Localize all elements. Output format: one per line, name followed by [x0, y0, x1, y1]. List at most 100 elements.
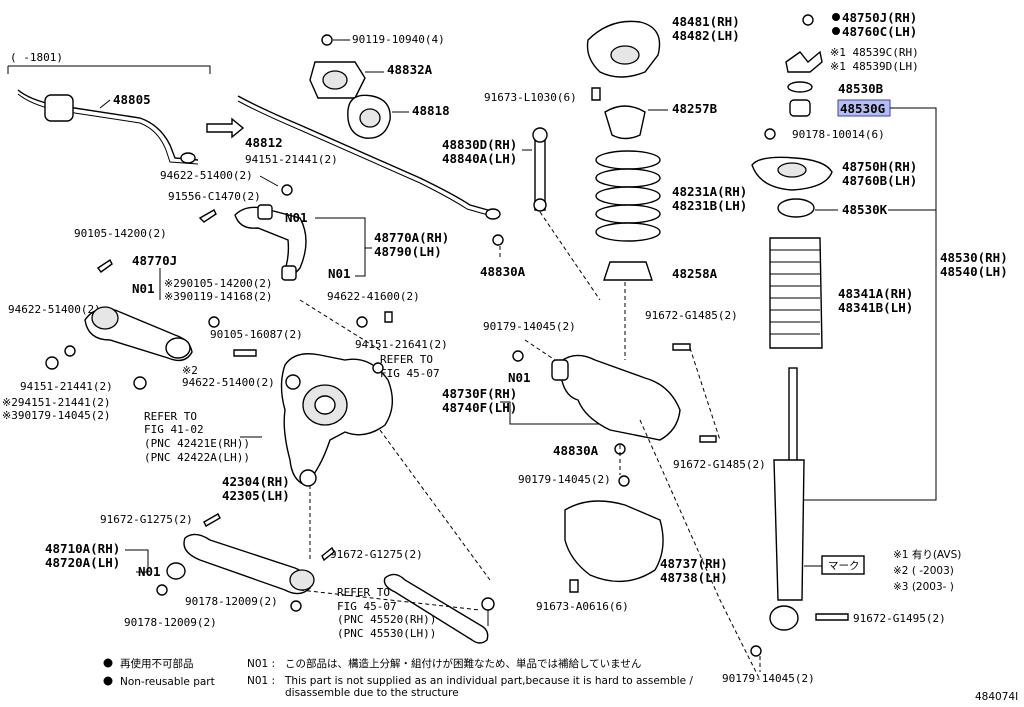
- cover-48737[interactable]: [564, 500, 664, 583]
- label-90179-14045-a: 90179-14045(2): [483, 320, 576, 333]
- label-91672-G1275-b: 91672-G1275(2): [330, 548, 423, 561]
- coil-spring-48231A[interactable]: [595, 150, 661, 242]
- label-90179-14045-b: 90179-14045(2): [518, 473, 611, 486]
- label-refer3-d: (PNC 45530(LH)): [337, 627, 436, 640]
- dust-boot-48341A[interactable]: [769, 237, 823, 349]
- toe-link-group: REFER TO FIG 45-07 (PNC 45520(RH)) (PNC …: [337, 573, 495, 644]
- label-48530B: 48530B: [838, 81, 884, 96]
- label-91672-G1485-b: 91672-G1485(2): [673, 458, 766, 471]
- label-90178-12009-b: 90178-12009(2): [124, 616, 217, 629]
- label-91672-G1275-a: 91672-G1275(2): [100, 513, 193, 526]
- label-refer3-b: FIG 45-07: [337, 600, 397, 613]
- note-1: ※1 有り(AVS): [893, 548, 961, 561]
- strut-group: 48750J(RH) 48760C(LH) ※1 48539C(RH) ※1 4…: [722, 10, 1008, 685]
- label-48805: 48805: [113, 92, 151, 107]
- bracket-48539C[interactable]: [785, 50, 823, 73]
- label-390119-14168: ※390119-14168(2): [164, 290, 273, 303]
- notes: ※1 有り(AVS) ※2 ( -2003) ※3 (2003- ): [893, 548, 961, 593]
- label-94151-21441-b: 94151-21441(2): [20, 380, 113, 393]
- legend-jp-n01-text: この部品は、構造上分解・組付けが困難なため、単品では補給していません: [285, 657, 641, 670]
- label-94151-21641: 94151-21641(2): [355, 338, 448, 351]
- label-48231A: 48231A(RH): [672, 184, 747, 199]
- center-group: 48830D(RH) 48840A(LH) 48830A 91673-L1030…: [299, 14, 766, 681]
- arrow-icon: [206, 117, 245, 139]
- label-48257B: 48257B: [672, 101, 718, 116]
- label-48760B: 48760B(LH): [842, 173, 917, 188]
- label-48720A: 48720A(LH): [45, 555, 120, 570]
- legend-jp-n01-key: N01 :: [247, 658, 275, 670]
- label-90178-12009-a: 90178-12009(2): [185, 595, 278, 608]
- label-n01-b: N01: [328, 266, 351, 281]
- legend: 再使用不可部品 Non-reusable part N01 : この部品は、構造…: [103, 657, 693, 699]
- label-90178-10014: 90178-10014(6): [792, 128, 885, 141]
- label-48812: 48812: [245, 135, 283, 150]
- label-48530: 48530(RH): [940, 250, 1008, 265]
- mark-box: [821, 555, 865, 575]
- label-294151-21441: ※294151-21441(2): [2, 396, 111, 409]
- period-note: ( -1801): [10, 51, 63, 64]
- label-48530K: 48530K: [842, 202, 888, 217]
- label-48258A: 48258A: [672, 266, 718, 281]
- figure-id: 484074I: [975, 691, 1018, 703]
- label-refer1-b: FIG 41-02: [144, 423, 204, 436]
- label-90105-16087: 90105-16087(2): [210, 328, 303, 341]
- stabilizer-bushing[interactable]: [44, 94, 74, 122]
- label-48770J: 48770J: [132, 253, 177, 268]
- cushion-48530G[interactable]: [789, 99, 811, 117]
- label-48710A: 48710A(RH): [45, 541, 120, 556]
- bumper-48530K[interactable]: [777, 198, 815, 218]
- bolt-91556-C1470[interactable]: [198, 209, 217, 223]
- label-48540: 48540(LH): [940, 264, 1008, 279]
- stabilizer-bar-group: ( -1801) 48805 48812 90119-10940(4) 4883…: [7, 33, 501, 220]
- label-42304: 42304(RH): [222, 474, 290, 489]
- label-48830D: 48830D(RH): [442, 137, 517, 152]
- non-reusable-bullet-icon: [103, 658, 113, 668]
- label-mark: マーク: [828, 560, 860, 572]
- label-48830A-a: 48830A: [480, 264, 526, 279]
- note-3: ※3 (2003- ): [893, 581, 954, 593]
- washer-48530B[interactable]: [787, 81, 813, 93]
- toe-link-rod[interactable]: [383, 573, 489, 644]
- label-90179-14045-c: 90179-14045(2): [722, 672, 815, 685]
- legend-en-n01-key: N01 :: [247, 675, 275, 687]
- label-91556-C1470: 91556-C1470(2): [168, 190, 261, 203]
- label-42305: 42305(LH): [222, 488, 290, 503]
- insulator-48257B[interactable]: [604, 105, 646, 140]
- legend-en-bullet: Non-reusable part: [120, 676, 215, 688]
- label-48341B: 48341B(LH): [838, 300, 913, 315]
- legend-en-n01-line1: This part is not supplied as an individu…: [284, 675, 693, 687]
- label-48341A: 48341A(RH): [838, 286, 913, 301]
- label-48840A: 48840A(LH): [442, 151, 517, 166]
- lower-link-group: 91672-G1275(2) 48710A(RH) 48720A(LH) N01…: [45, 513, 423, 629]
- label-48790: 48790(LH): [374, 244, 442, 259]
- label-refer1-c: (PNC 42421E(RH)): [144, 437, 250, 450]
- upper-arm-48730F[interactable]: [559, 354, 681, 441]
- shock-rod[interactable]: [788, 367, 798, 465]
- label-refer2-a: REFER TO: [380, 353, 433, 366]
- shock-absorber-body[interactable]: [773, 459, 805, 601]
- insulator-48258A[interactable]: [603, 261, 653, 281]
- label-n01-a: N01: [285, 210, 308, 225]
- label-91672-G1495: 91672-G1495(2): [853, 612, 946, 625]
- label-48832A: 48832A: [387, 62, 433, 77]
- label-n01-d: N01: [138, 564, 161, 579]
- label-91672-G1485-a: 91672-G1485(2): [645, 309, 738, 322]
- label-48760C: 48760C(LH): [842, 24, 917, 39]
- arm-group: 94622-51400(2) 94151-21441(2) 91556-C147…: [2, 153, 449, 422]
- legend-jp-bullet: 再使用不可部品: [120, 657, 194, 670]
- label-n01-c: N01: [132, 281, 155, 296]
- stabilizer-bar-48812[interactable]: [237, 95, 496, 213]
- label-note2: ※2: [182, 364, 198, 377]
- label-48750J: 48750J(RH): [842, 10, 917, 25]
- bolt-90119-10940[interactable]: [321, 34, 333, 46]
- label-48830A-b: 48830A: [553, 443, 599, 458]
- non-reusable-bullet-icon-en: [103, 676, 113, 686]
- label-refer3-c: (PNC 45520(RH)): [337, 613, 436, 626]
- label-48738: 48738(LH): [660, 570, 728, 585]
- label-48730F: 48730F(RH): [442, 386, 517, 401]
- label-refer1-a: REFER TO: [144, 410, 197, 423]
- label-48530G: 48530G: [840, 101, 885, 116]
- label-290105-14200: ※290105-14200(2): [164, 277, 273, 290]
- label-48750H: 48750H(RH): [842, 159, 917, 174]
- label-94622-41600: 94622-41600(2): [327, 290, 420, 303]
